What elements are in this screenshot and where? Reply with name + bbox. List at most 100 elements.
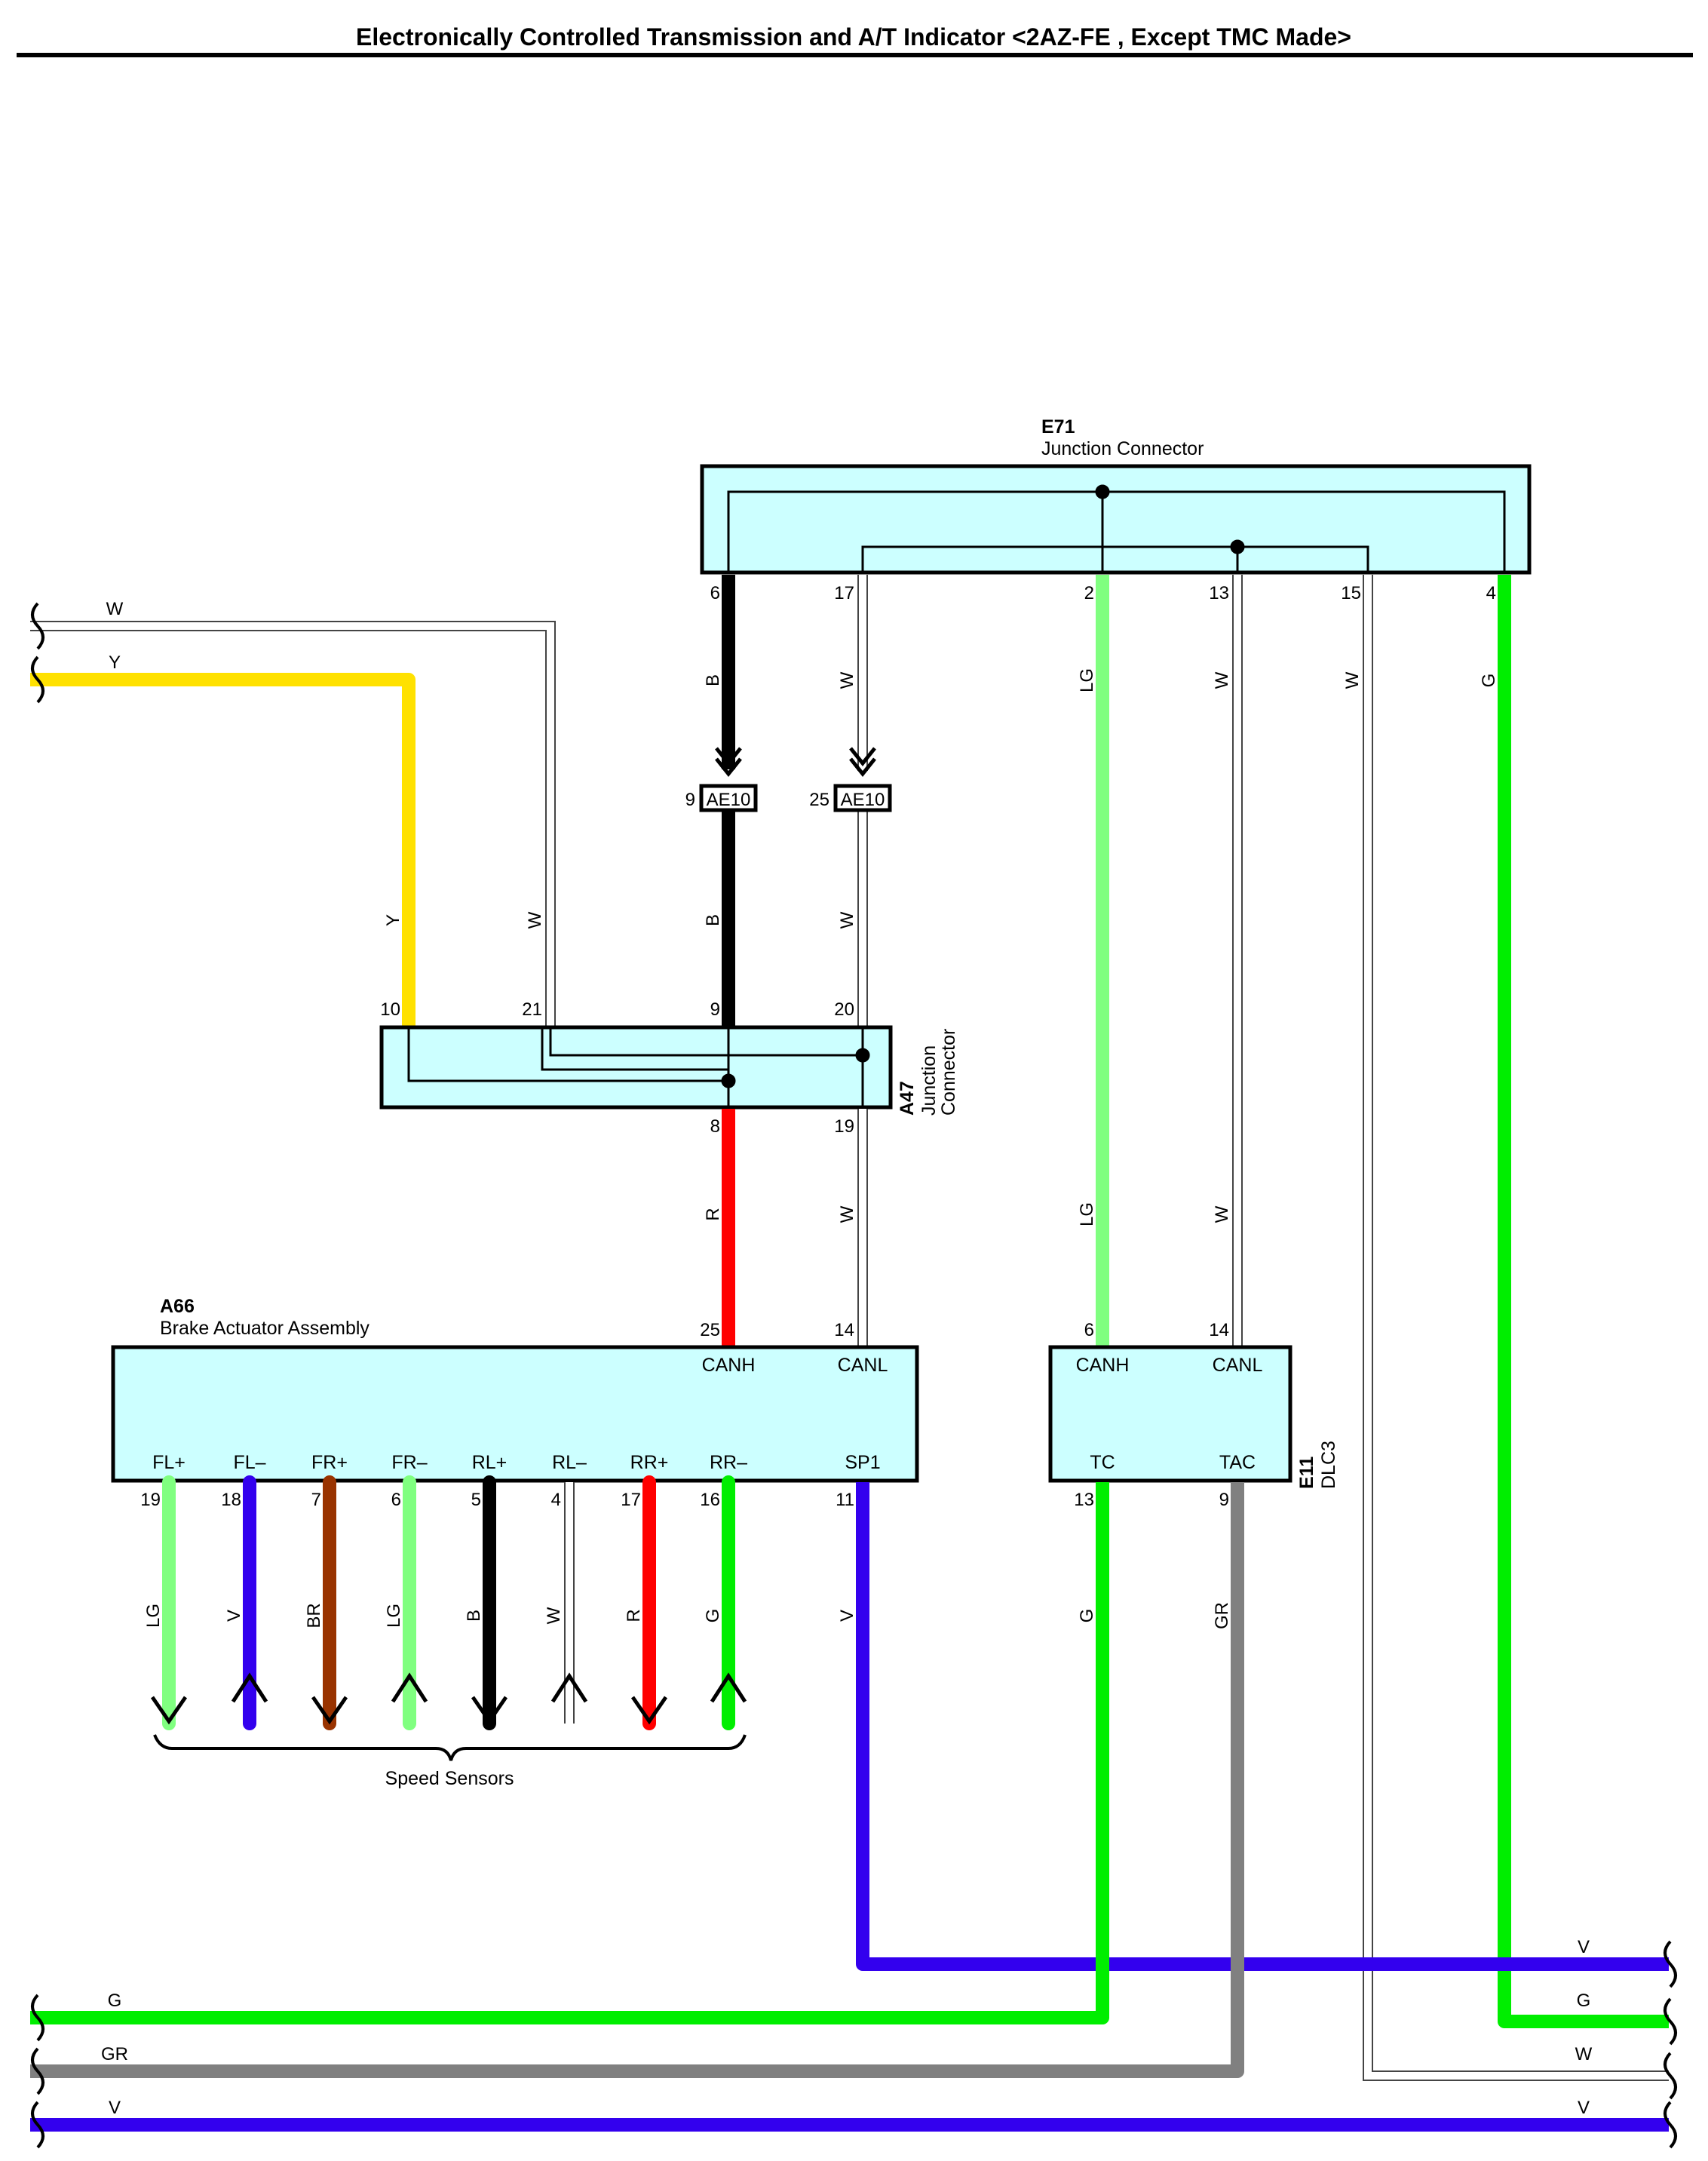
a66-terminal-SP1: SP1 11V <box>836 1452 881 1622</box>
wire-y-left-in <box>30 673 416 1027</box>
label-right-g: G <box>1577 1991 1591 2011</box>
sp1-wire-label: V <box>837 1610 857 1622</box>
a66-terminal-RR+: RR+17R <box>621 1452 668 1730</box>
a66-terminal-FR–: FR–6LG <box>384 1452 428 1730</box>
label-e71-13: W <box>1212 671 1232 689</box>
speed-sensors-brace <box>153 1734 747 1761</box>
label-left-v: V <box>109 2098 121 2118</box>
a47-pin-9: 9 <box>710 999 720 1020</box>
ae10-pin-9: 9 <box>685 790 695 810</box>
arrow-down-icon <box>630 1696 668 1725</box>
e11-canh: CANH <box>1076 1355 1130 1376</box>
a47-name-2: Connector <box>938 1029 959 1116</box>
e11-pin-9: 9 <box>1219 1490 1229 1510</box>
a66-bottom-terminals: FL+19LGFL–18VFR+7BRFR–6LGRL+5BRL–4WRR+17… <box>140 1452 881 1730</box>
a66-terminal-label: RL+ <box>472 1452 507 1473</box>
a66-brake-actuator: A66 Brake Actuator Assembly 25 14 CANH C… <box>111 1296 919 1483</box>
arrow-down-icon <box>471 1696 508 1725</box>
a66-terminal-pin: 11 <box>836 1490 854 1510</box>
sensor-wire-label: G <box>703 1609 723 1623</box>
label-left-gr: GR <box>101 2044 128 2064</box>
label-ae10-w-lower: W <box>837 911 857 929</box>
right-continuation-marks <box>1664 1940 1677 2149</box>
label-a47-in-y: Y <box>383 914 403 926</box>
wire-v-sp1 <box>856 1482 1669 1971</box>
a66-terminal-FL–: FL–18V <box>221 1452 268 1730</box>
a66-terminal-pin: 6 <box>391 1490 401 1510</box>
speed-sensors-label: Speed Sensors <box>385 1768 514 1789</box>
label-e11-tc-g: G <box>1077 1609 1097 1623</box>
arrow-up-icon <box>391 1672 428 1703</box>
label-right-v2: V <box>1578 2098 1590 2118</box>
e11-dlc3: 6 14 CANH CANL TC TAC 13 9 E11 DLC3 <box>1048 1320 1339 1510</box>
arrow-down-icon <box>150 1696 188 1725</box>
wire-g-tc <box>30 1482 1109 2024</box>
a47-name-1: Junction <box>918 1045 940 1116</box>
sensor-wire-label: BR <box>304 1603 324 1628</box>
e11-pin-13: 13 <box>1074 1490 1094 1510</box>
e71-name: Junction Connector <box>1041 438 1204 459</box>
left-continuation-marks <box>31 602 44 2149</box>
a66-terminal-pin: 7 <box>311 1490 321 1510</box>
ae10-connector-w: 25 AE10 <box>809 784 892 812</box>
label-e11-lg: LG <box>1077 1202 1097 1226</box>
e11-pin-6: 6 <box>1084 1320 1094 1340</box>
a47-pin-21: 21 <box>522 999 542 1020</box>
wire-g-e71-4 <box>1498 575 1669 2028</box>
arrow-down-icon <box>311 1696 348 1725</box>
e71-pin-13: 13 <box>1209 583 1229 603</box>
sensor-wire-label: B <box>464 1610 484 1622</box>
a66-canl: CANL <box>838 1355 888 1376</box>
e11-name: DLC3 <box>1318 1441 1339 1489</box>
ae10-code-w: AE10 <box>841 790 885 810</box>
label-e71-6: B <box>703 674 723 686</box>
label-e71-15: W <box>1342 671 1363 689</box>
e11-tc: TC <box>1090 1452 1115 1473</box>
label-right-v1: V <box>1578 1937 1590 1957</box>
wire-w-e71-17 <box>849 575 876 1027</box>
wire-b-e71-6 <box>715 575 742 1027</box>
e71-pin-2: 2 <box>1084 583 1094 603</box>
a66-terminal-RL+: RL+5B <box>464 1452 508 1730</box>
label-a47-out-w: W <box>837 1205 857 1223</box>
label-e71-4: G <box>1479 674 1499 688</box>
e11-code: E11 <box>1296 1457 1317 1489</box>
a47-pin-10: 10 <box>380 999 400 1020</box>
a66-terminal-pin: 17 <box>621 1490 641 1510</box>
a66-terminal-label: FR– <box>391 1452 427 1473</box>
ae10-code-b: AE10 <box>707 790 751 810</box>
e11-tac: TAC <box>1219 1452 1256 1473</box>
a66-pin-14: 14 <box>834 1320 854 1340</box>
arrow-up-icon <box>231 1672 268 1703</box>
e71-code: E71 <box>1041 416 1075 437</box>
a47-code: A47 <box>897 1081 918 1116</box>
a66-terminal-pin: 19 <box>140 1490 161 1510</box>
a66-terminal-label: FR+ <box>311 1452 348 1473</box>
e71-pin-15: 15 <box>1341 583 1361 603</box>
sensor-wire-label: LG <box>143 1604 164 1628</box>
e71-pin-6: 6 <box>710 583 720 603</box>
label-left-y: Y <box>109 652 121 673</box>
a66-terminal-pin: 18 <box>221 1490 241 1510</box>
e11-canl: CANL <box>1213 1355 1263 1376</box>
label-e11-w: W <box>1212 1205 1232 1223</box>
a66-terminal-FR+: FR+ 7BR <box>304 1452 348 1730</box>
e71-junction-connector: E71 Junction Connector 6 17 2 13 15 4 <box>700 416 1532 603</box>
ae10-pin-25: 25 <box>809 790 829 810</box>
a66-terminal-pin: 16 <box>700 1490 720 1510</box>
a66-name: Brake Actuator Assembly <box>160 1318 370 1339</box>
label-left-w: W <box>106 599 124 619</box>
a66-terminal-RL–: RL–4W <box>544 1452 588 1724</box>
label-a47-in-w: W <box>525 911 545 929</box>
label-a47-out-r: R <box>703 1208 723 1220</box>
a66-terminal-label: SP1 <box>845 1452 880 1473</box>
a66-pin-25: 25 <box>700 1320 720 1340</box>
a66-terminal-pin: 4 <box>551 1490 561 1510</box>
a66-terminal-label: RR– <box>710 1452 747 1473</box>
e71-box <box>700 464 1532 575</box>
a66-canh: CANH <box>702 1355 756 1376</box>
a47-pin-8: 8 <box>710 1116 720 1137</box>
a47-pin-19: 19 <box>834 1116 854 1137</box>
